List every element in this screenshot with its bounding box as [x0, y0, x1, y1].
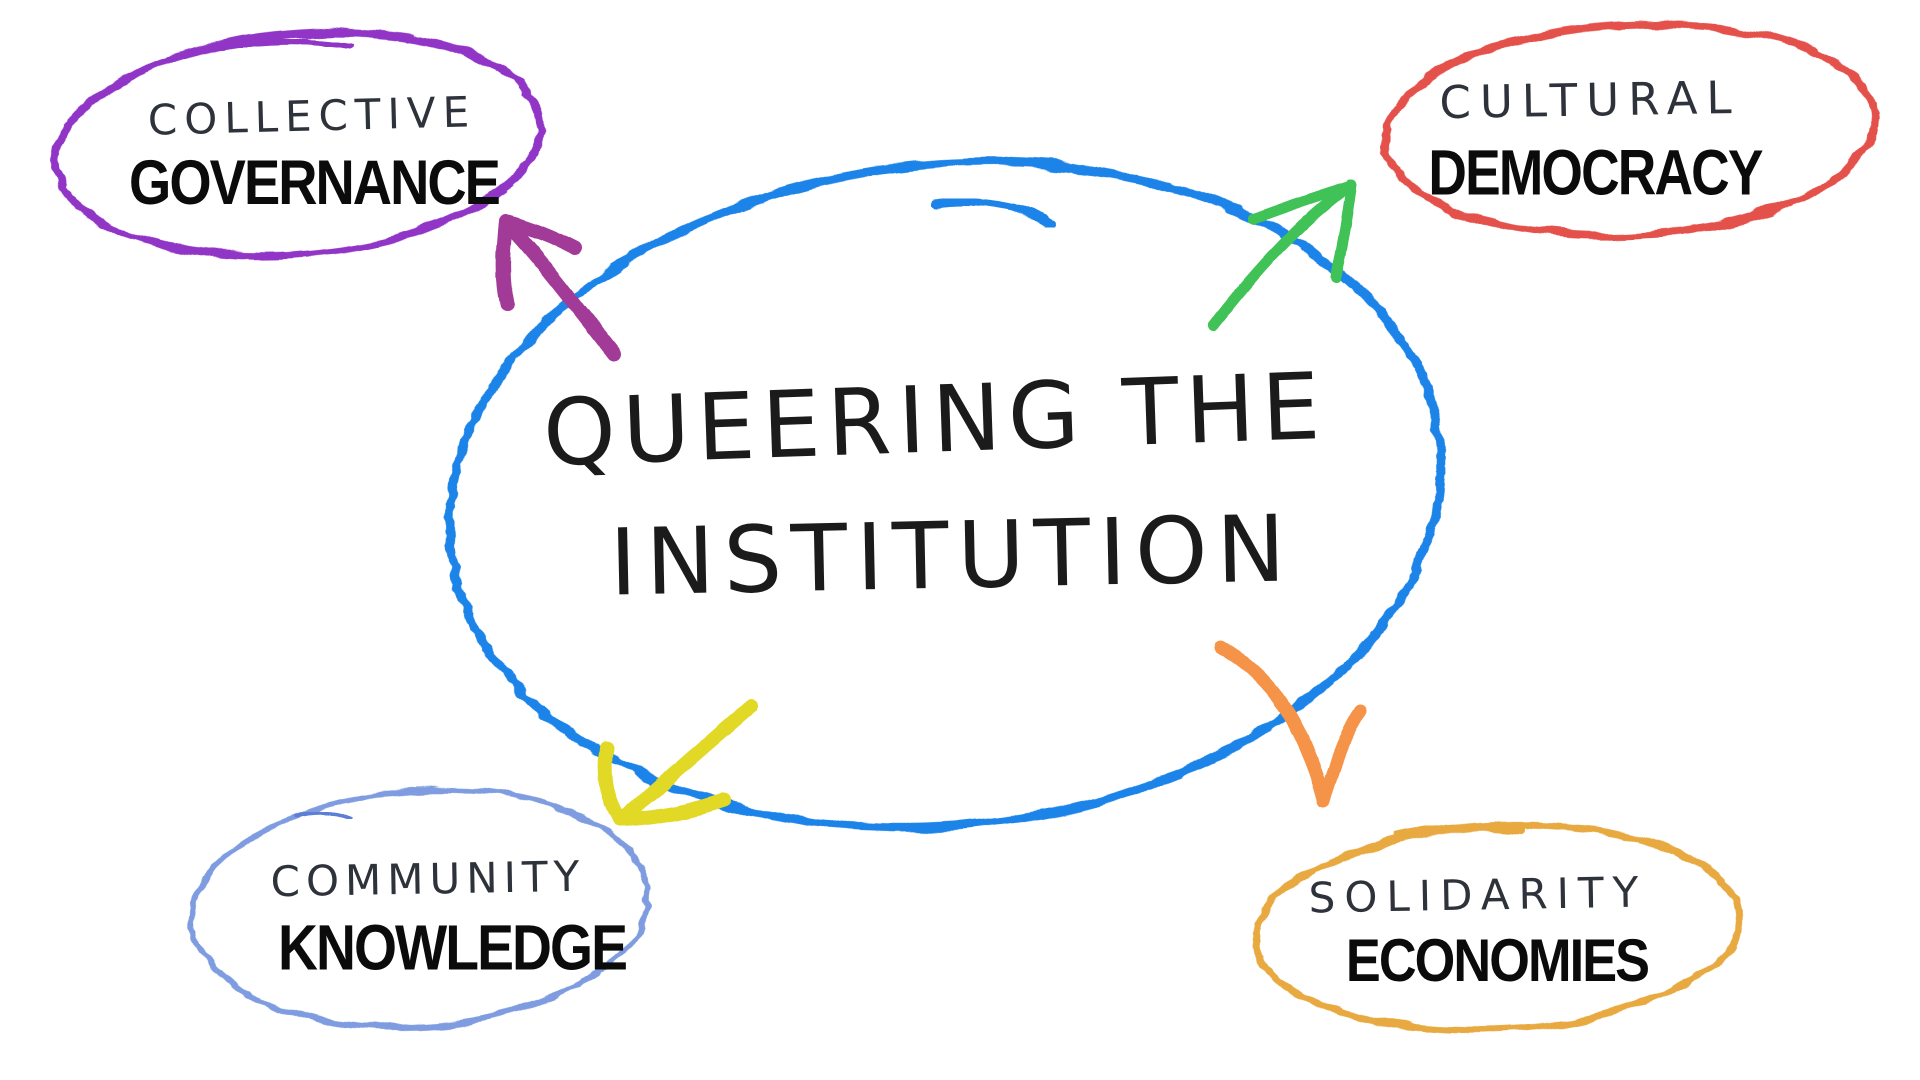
- arrow-to-cultural-democracy-barb-left: [1247, 180, 1356, 225]
- collective-governance-label-line1: COLLECTIVE: [147, 87, 477, 145]
- collective-governance-ellipse: [51, 28, 545, 260]
- arrow-to-collective-governance: [496, 215, 621, 361]
- solidarity-economies-overlap-stroke: [1392, 824, 1523, 839]
- solidarity-economies-label-line1: SOLIDARITY: [1308, 867, 1648, 923]
- arrow-to-community-knowledge-barb-up: [597, 741, 626, 827]
- cultural-democracy-label-line1: CULTURAL: [1439, 70, 1741, 130]
- community-knowledge-label-line2: KNOWLEDGE: [277, 912, 628, 984]
- center-title-line2: INSTITUTION: [608, 495, 1296, 617]
- arrow-to-solidarity-economies-shaft: [1213, 639, 1331, 807]
- arrow-to-cultural-democracy-barb-down: [1330, 178, 1358, 284]
- arrow-to-community-knowledge: [597, 699, 759, 827]
- arrow-to-community-knowledge-barb-right: [613, 793, 731, 827]
- community-knowledge-ellipse: [189, 786, 651, 1030]
- center-ellipse-overlap-stroke: [931, 198, 1056, 228]
- cultural-democracy-ellipse: [1381, 20, 1879, 240]
- solidarity-economies-label-line2: ECONOMIES: [1345, 925, 1650, 995]
- arrow-to-collective-governance-barb-right: [501, 215, 583, 256]
- community-knowledge-label-line1: COMMUNITY: [270, 851, 586, 907]
- arrow-to-cultural-democracy-shaft: [1207, 180, 1356, 332]
- collective-governance-overlap-stroke: [177, 38, 353, 59]
- arrow-to-collective-governance-barb-down: [496, 215, 514, 311]
- arrow-to-community-knowledge-shaft: [619, 699, 759, 823]
- collective-governance-label-line2: GOVERNANCE: [129, 146, 501, 218]
- community-knowledge-overlap-stroke: [295, 810, 353, 821]
- center-ellipse: [445, 158, 1445, 832]
- arrow-to-solidarity-economies: [1213, 639, 1368, 809]
- arrow-to-solidarity-economies-barb-up: [1317, 703, 1368, 809]
- arrow-to-cultural-democracy: [1207, 178, 1358, 332]
- arrow-to-collective-governance-shaft: [501, 217, 621, 361]
- cultural-democracy-label-line2: DEMOCRACY: [1428, 137, 1763, 209]
